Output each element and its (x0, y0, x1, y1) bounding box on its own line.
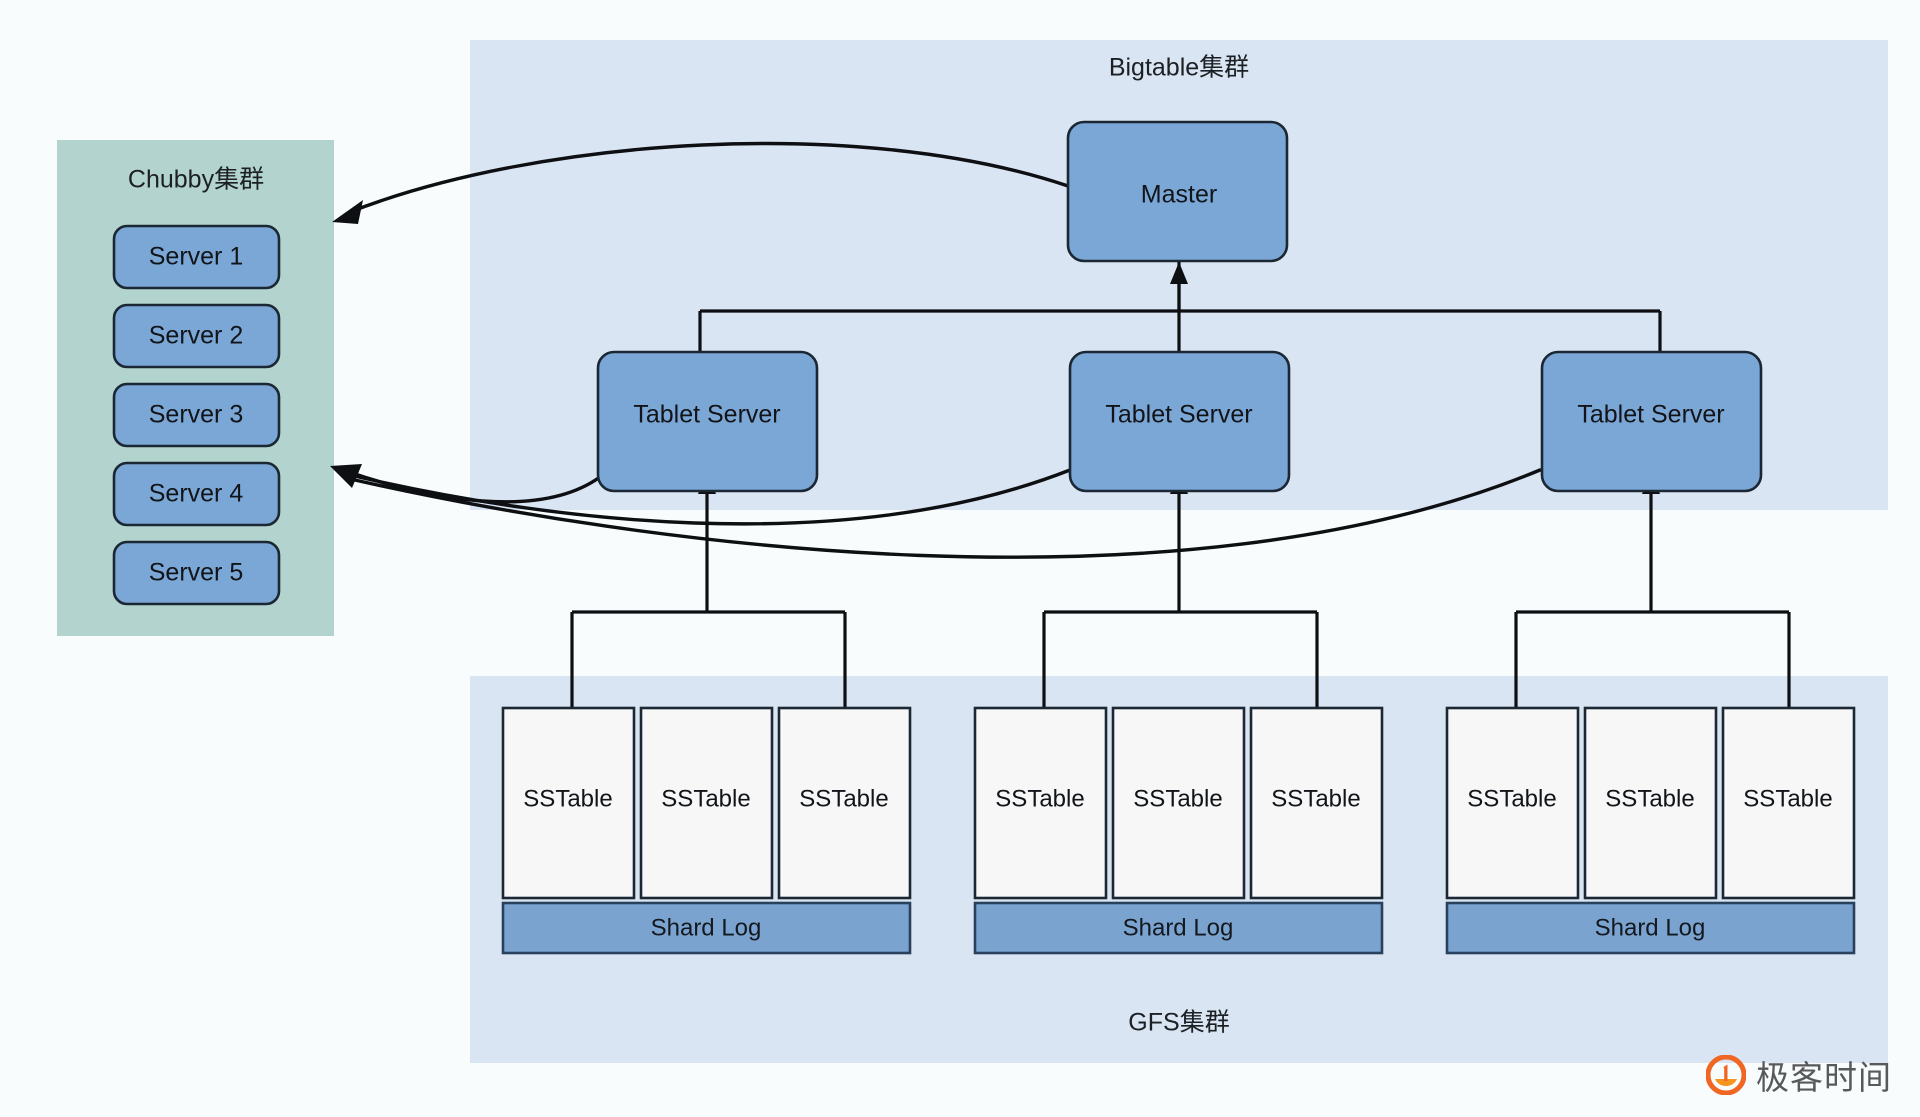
watermark: 极客时间 (1705, 1051, 1892, 1099)
bigtable-cluster-label: Bigtable集群 (1109, 54, 1249, 82)
chubby-server-5-label: Server 5 (149, 559, 243, 587)
chubby-server-5[interactable]: Server 5 (112, 540, 281, 606)
gfs-group-2: SSTable SSTable SSTable Shard Log (973, 706, 1384, 955)
sstable-box[interactable] (1721, 706, 1856, 900)
tablet-server-1[interactable]: Tablet Server (596, 350, 819, 493)
chubby-server-3-label: Server 3 (149, 401, 243, 429)
sstable-box[interactable] (639, 706, 774, 900)
gfs-group-1: SSTable SSTable SSTable Shard Log (501, 706, 912, 955)
shard-log-label: Shard Log (1123, 914, 1234, 941)
sstable-label: SSTable (1743, 785, 1832, 812)
shard-log-box[interactable] (501, 901, 912, 955)
tablet-server-2-label: Tablet Server (1105, 401, 1252, 429)
chubby-server-1-label: Server 1 (149, 243, 243, 271)
chubby-server-2[interactable]: Server 2 (112, 303, 281, 369)
sstable-box[interactable] (1445, 706, 1580, 900)
tablet-server-3-label: Tablet Server (1577, 401, 1724, 429)
chubby-server-4[interactable]: Server 4 (112, 461, 281, 527)
gfs-cluster-label: GFS集群 (1128, 1009, 1229, 1037)
tablet-server-2[interactable]: Tablet Server (1068, 350, 1291, 493)
watermark-text: 极客时间 (1756, 1058, 1892, 1097)
chubby-server-2-label: Server 2 (149, 322, 243, 350)
arrowhead-tablet-2-to-master (1170, 262, 1188, 284)
master-node[interactable]: Master (1066, 120, 1289, 263)
shard-log-label: Shard Log (1595, 914, 1706, 941)
sstable-box[interactable] (777, 706, 912, 900)
shard-log-box[interactable] (973, 901, 1384, 955)
arrowhead-master-to-chubby (332, 200, 363, 224)
sstable-label: SSTable (523, 785, 612, 812)
sstable-label: SSTable (1605, 785, 1694, 812)
sstable-box[interactable] (501, 706, 636, 900)
sstable-box[interactable] (973, 706, 1108, 900)
sstable-label: SSTable (661, 785, 750, 812)
sstable-label: SSTable (799, 785, 888, 812)
sstable-box[interactable] (1583, 706, 1718, 900)
sstable-label: SSTable (1271, 785, 1360, 812)
chubby-server-3[interactable]: Server 3 (112, 382, 281, 448)
geektime-logo-icon (1705, 1054, 1747, 1096)
sstable-label: SSTable (1133, 785, 1222, 812)
tablet-server-1-label: Tablet Server (633, 401, 780, 429)
sstable-box[interactable] (1111, 706, 1246, 900)
shard-log-label: Shard Log (651, 914, 762, 941)
chubby-server-1[interactable]: Server 1 (112, 224, 281, 290)
sstable-label: SSTable (1467, 785, 1556, 812)
tablet-server-3[interactable]: Tablet Server (1540, 350, 1763, 493)
master-node-label: Master (1141, 181, 1217, 209)
connector-master-to-chubby (348, 141, 1070, 214)
connector-tablet-3-to-chubby (344, 468, 1542, 559)
shard-log-box[interactable] (1445, 901, 1856, 955)
sstable-label: SSTable (995, 785, 1084, 812)
gfs-group-3: SSTable SSTable SSTable Shard Log (1445, 706, 1856, 955)
arrowhead-tablets-to-chubby (330, 464, 362, 488)
connector-tablet-2-to-chubby (344, 468, 1072, 526)
chubby-cluster-label: Chubby集群 (128, 166, 264, 194)
sstable-box[interactable] (1249, 706, 1384, 900)
chubby-server-4-label: Server 4 (149, 480, 244, 508)
